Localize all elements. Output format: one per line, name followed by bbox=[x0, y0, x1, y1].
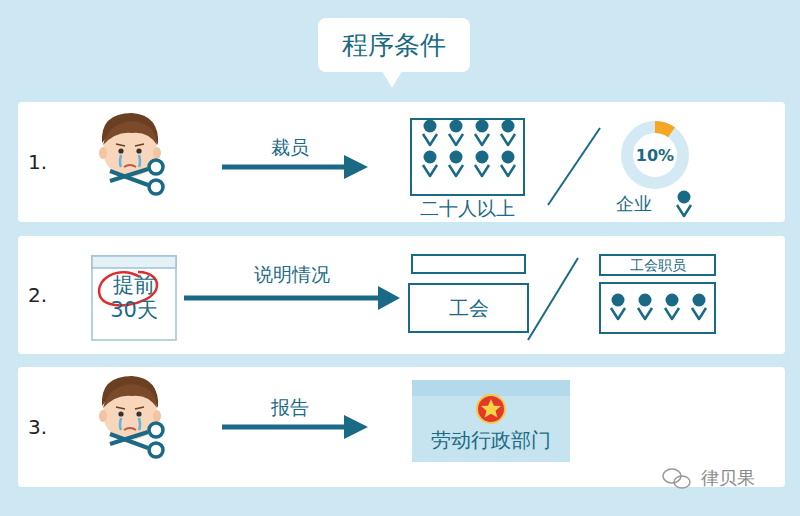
step-band: 3. 劳动行政部门 bbox=[18, 367, 785, 487]
union-staff-box: 工会职员 bbox=[600, 255, 715, 333]
step-number: 1. bbox=[28, 150, 47, 174]
arrow-label: 裁员 bbox=[271, 135, 309, 161]
ratio-pie: 10%企业 bbox=[622, 122, 688, 188]
watermark: 律贝果 bbox=[701, 466, 755, 490]
node-text: 工会职员 bbox=[600, 255, 715, 275]
calendar-box: 提前 30天 bbox=[92, 256, 176, 340]
arrow-label: 说明情况 bbox=[254, 262, 330, 288]
node-text: 提前 30天 bbox=[105, 273, 163, 323]
step-band: 2. 提前 30天 工会 工会职员 bbox=[18, 236, 785, 354]
step-number: 2. bbox=[28, 283, 47, 307]
node-text: 工会 bbox=[410, 295, 527, 322]
step-band: 1.二十人以上10%企业 bbox=[18, 102, 785, 222]
step-number: 3. bbox=[28, 415, 47, 439]
node-text: 10% bbox=[622, 146, 688, 165]
union-box: 工会 bbox=[408, 283, 529, 333]
node-text: 程序条件 bbox=[312, 28, 476, 63]
node-text: 企业 bbox=[616, 192, 652, 216]
arrow-label: 报告 bbox=[271, 395, 309, 421]
people-box: 二十人以上 bbox=[410, 118, 525, 196]
labor-dept-box: 劳动行政部门 bbox=[406, 380, 576, 462]
node-text: 劳动行政部门 bbox=[406, 427, 576, 454]
arrow-connector bbox=[184, 286, 400, 310]
node-text: 二十人以上 bbox=[402, 196, 533, 222]
title-box: 程序条件 bbox=[312, 18, 476, 72]
